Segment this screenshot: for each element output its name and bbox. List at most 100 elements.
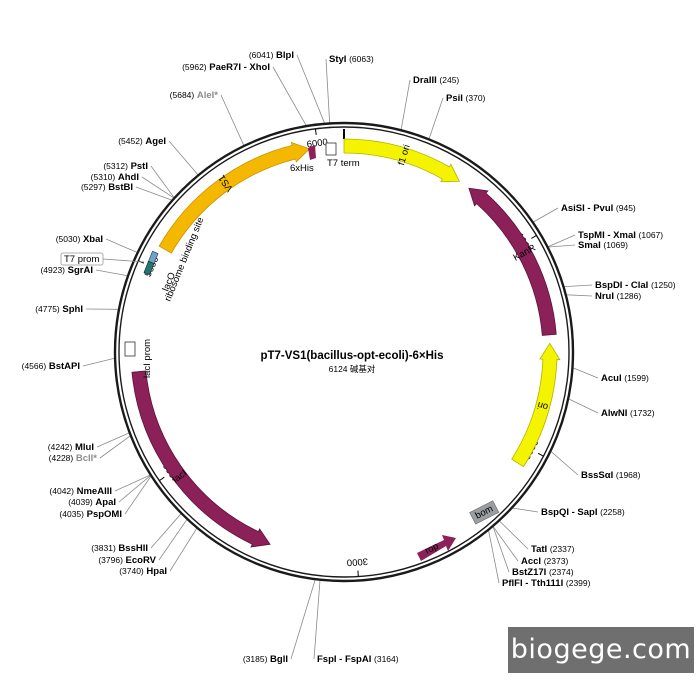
site-label: BssSαI (1968) [581, 470, 641, 481]
scale-tick [537, 452, 544, 457]
rop-arrow [417, 535, 456, 561]
site-label: (5297) BstBI [81, 182, 133, 193]
site-leader [533, 207, 559, 223]
rop-label: rop [423, 541, 440, 557]
site-label: (4775) SphI [35, 304, 83, 315]
site-leader [150, 513, 182, 549]
site-label: TspMI - XmaI (1067) [578, 230, 663, 241]
site-name: BstZ17I [512, 567, 546, 578]
site-label: (4242) MluI [48, 442, 94, 453]
site-leader [118, 475, 151, 503]
site-position: (4228) [49, 453, 74, 463]
site-label: PflFI - Tth111I (2399) [502, 578, 591, 589]
t7-prom-label: T7 prom [64, 254, 99, 265]
site-name: AccI [521, 556, 541, 567]
site-position: (5312) [103, 161, 128, 171]
site-name: TspMI - XmaI [578, 230, 636, 241]
site-name: PspOMI [87, 509, 122, 520]
site-position: (4039) [68, 497, 93, 507]
site-leader [168, 140, 198, 175]
site-name: AsiSI - PvuI [561, 203, 613, 214]
feature-arrow-vs1 [158, 141, 311, 254]
site-position: (1968) [616, 470, 641, 480]
site-position: (3740) [119, 566, 144, 576]
site-name: BstBI [108, 182, 133, 193]
feature-arrow-kanr [468, 187, 557, 336]
watermark-background [508, 627, 694, 673]
site-position: (370) [466, 93, 486, 103]
site-name: FspI - FspAI [317, 654, 371, 665]
laci-prom-box [124, 341, 136, 357]
site-name: EcoRV [126, 555, 157, 566]
site-leader [105, 238, 137, 253]
site-name: XbaI [83, 234, 103, 245]
site-position: (1250) [651, 280, 676, 290]
site-name: PsiI [446, 93, 463, 104]
site-leader [169, 528, 197, 572]
site-label: TatI (2337) [531, 544, 575, 555]
site-label: BspDI - ClaI (1250) [595, 280, 676, 291]
site-name: BssSαI [581, 470, 613, 481]
site-position: (5297) [81, 182, 106, 192]
site-position: (5684) [170, 90, 195, 100]
site-label: (3831) BssHII [91, 543, 148, 554]
site-position: (4566) [22, 361, 47, 371]
site-position: (6063) [349, 54, 374, 64]
six-his-label: 6xHis [290, 163, 314, 174]
backbone-inner-ring [118, 126, 570, 578]
backbone-outer-ring [113, 121, 575, 583]
site-position: (1069) [603, 240, 628, 250]
rbs-box [143, 260, 155, 276]
site-position: (245) [439, 75, 459, 85]
site-position: (1286) [617, 291, 642, 301]
feature-label: ori [536, 399, 549, 412]
site-position: (3185) [243, 654, 268, 664]
site-name: NruI [595, 291, 614, 302]
site-name: AleI* [197, 90, 218, 101]
site-label: (4039) ApaI [68, 497, 116, 508]
plasmid-size: 6124 碱基对 [329, 364, 376, 374]
site-label: SmaI (1069) [578, 240, 628, 251]
site-label: (5452) AgeI [118, 136, 166, 147]
site-leader [512, 507, 539, 513]
site-name: TatI [531, 544, 547, 555]
site-leader [400, 79, 411, 130]
site-position: (2373) [544, 556, 569, 566]
site-position: (4035) [59, 509, 84, 519]
site-position: (4242) [48, 442, 73, 452]
site-leader [272, 66, 307, 126]
site-name: SphI [62, 304, 83, 315]
site-label: PsiI (370) [446, 93, 486, 104]
site-position: (3796) [98, 555, 123, 565]
site-leader [548, 234, 576, 247]
feature-arrow-f1-ori [343, 138, 461, 183]
site-position: (5452) [118, 136, 143, 146]
site-name: BspDI - ClaI [595, 280, 648, 291]
site-label: (5312) PstI [103, 161, 148, 172]
site-label: (5310) AhdI [91, 172, 139, 183]
site-leader [551, 451, 579, 476]
site-leader [96, 432, 129, 448]
site-name: ApaI [95, 497, 116, 508]
site-position: (5310) [91, 172, 116, 182]
site-label: AccI (2373) [521, 556, 568, 567]
site-name: AlwNI [601, 408, 627, 419]
site-position: (1599) [624, 373, 649, 383]
site-label: (3796) EcoRV [98, 555, 156, 566]
site-label: (4923) SgrAI [40, 265, 93, 276]
site-name: SmaI [578, 240, 601, 251]
site-label: NruI (1286) [595, 291, 641, 302]
site-label: (5684) AleI* [170, 90, 219, 101]
site-leader [313, 580, 321, 660]
feature-arrow-laci [131, 370, 271, 548]
t7-term-label: T7 term [327, 158, 360, 169]
site-label: StyI (6063) [329, 54, 374, 65]
site-leader [499, 520, 529, 550]
six-his-arrow [308, 145, 316, 160]
site-name: PaeR7I - XhoI [209, 62, 270, 73]
site-position: (3164) [374, 654, 399, 664]
site-leader [114, 474, 150, 492]
site-name: PflFI - Tth111I [502, 578, 563, 589]
site-name: BclI* [76, 453, 97, 464]
